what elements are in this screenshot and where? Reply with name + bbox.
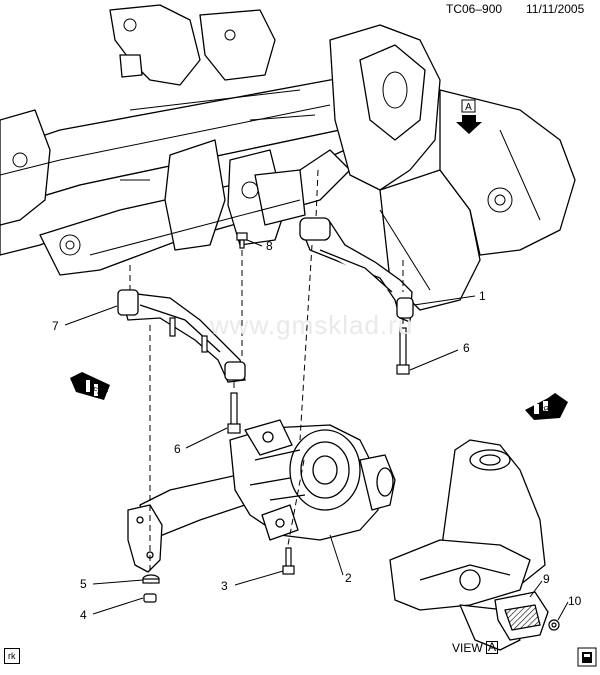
- callout-1: 1: [479, 289, 486, 303]
- callout-8: 8: [266, 239, 273, 253]
- callout-3: 3: [221, 579, 228, 593]
- front-direction-arrow-right: [525, 393, 568, 420]
- callout-9: 9: [543, 572, 550, 586]
- alignment-lines: [129, 169, 404, 575]
- callout-6-left: 6: [174, 442, 181, 456]
- callout-5: 5: [80, 577, 87, 591]
- left-mount-bracket-drawing: [117, 289, 246, 383]
- callout-10: 10: [568, 594, 582, 608]
- document-date: 11/11/2005: [526, 2, 585, 16]
- view-label-prefix: VIEW: [452, 641, 483, 655]
- leader-lines: [64, 239, 569, 621]
- view-a-marker-letter: A: [465, 102, 472, 113]
- bolts: [142, 232, 560, 631]
- front-differential-drawing: [127, 419, 396, 573]
- view-label-letter: A: [486, 640, 499, 654]
- watermark: www.gmsklad.ru: [210, 310, 414, 340]
- corner-tag: rk: [4, 648, 20, 664]
- callout-4: 4: [80, 608, 87, 622]
- callout-6-right: 6: [463, 341, 470, 355]
- callout-7: 7: [52, 319, 59, 333]
- lube-can-icon: [577, 647, 597, 667]
- frame-detail-lines: [0, 18, 541, 291]
- callout-2: 2: [345, 571, 352, 585]
- vehicle-frame: [0, 4, 576, 311]
- right-mount-bracket-drawing: [299, 217, 414, 323]
- document-id: TC06–900: [446, 2, 503, 16]
- view-a-detail-drawing: [389, 439, 549, 651]
- view-a-direction-marker: [456, 99, 482, 134]
- front-direction-arrow-left: [70, 372, 110, 400]
